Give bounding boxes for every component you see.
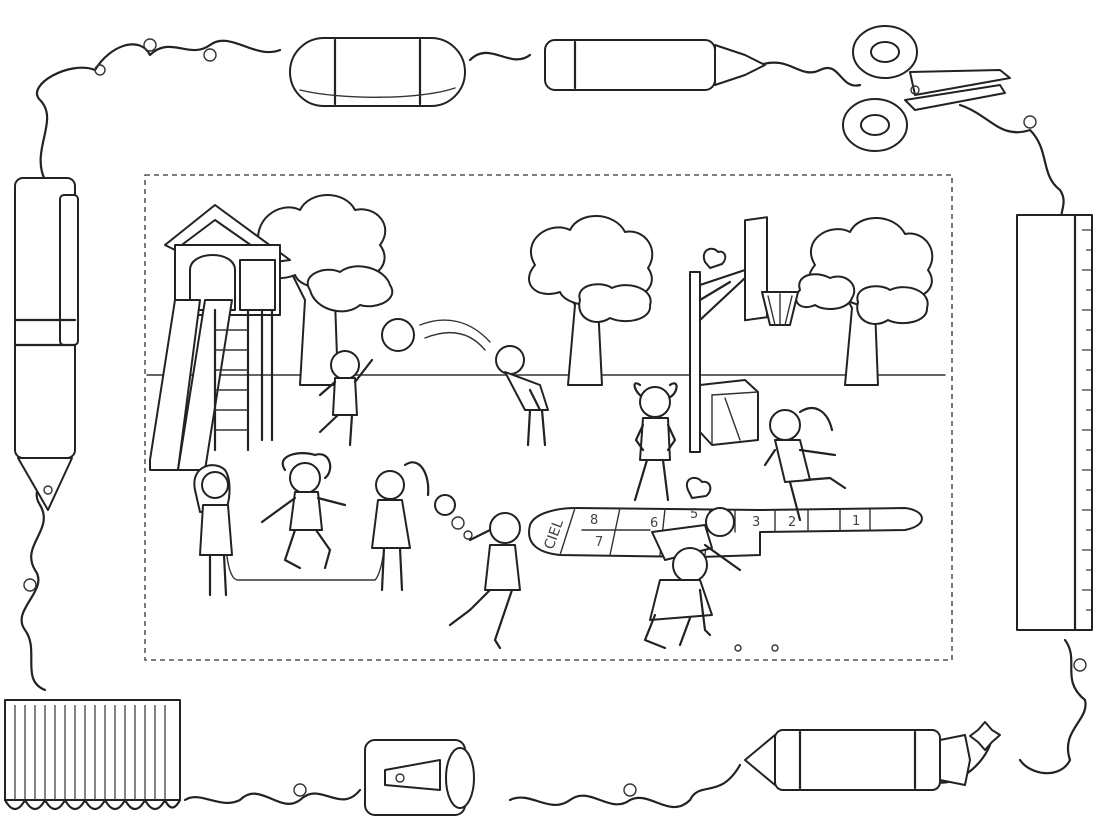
marble [771,644,779,652]
border-curl [1023,115,1037,129]
child-rope-left [193,464,233,597]
hopscotch-square-label: 7 [595,535,603,550]
sharpener-drawing [364,739,475,816]
child-hopping [763,406,847,522]
marble [734,644,742,652]
ruler-drawing [1016,213,1093,632]
hopscotch-square-label: 1 [852,514,860,529]
bubble [434,494,456,516]
border-curl [293,783,307,797]
hopscotch-square-label: 5 [690,507,698,522]
border-decoration [3,25,1093,816]
pen-drawing [13,177,79,511]
border-curl [623,783,637,797]
bird-icon [702,247,727,269]
child-hands-on-hips [633,382,678,502]
child-jumping-rope [260,452,347,570]
bubble [463,530,473,540]
tree [254,194,394,386]
hopscotch-square-label: 8 [590,513,598,528]
border-curl [23,578,37,592]
scissors-drawing [842,25,1011,152]
child-bending [495,345,549,447]
crayon-drawing [744,721,1001,791]
basketball-hoop [689,216,799,453]
goal-net [699,379,759,446]
ball-motion-arc [419,319,491,343]
bird-icon [685,476,712,499]
child-rope-right [371,461,430,592]
child-throwing-ball [318,350,374,447]
hopscotch-square-label: 6 [650,516,658,531]
child-blowing-bubbles [448,512,521,650]
border-curl [94,64,106,76]
scene-frame [144,174,953,661]
border-curl [1073,658,1087,672]
marker-drawing [544,39,766,91]
bubble [451,516,465,530]
border-curl [203,48,217,62]
slide-playhouse [149,204,291,471]
playground-scene: 8 7 6 5 4 3 2 1 CIEL [146,194,946,652]
brush-drawing [3,699,182,811]
child-crouching-marbles [643,547,713,650]
tree [795,217,934,386]
hopscotch-square-label: 2 [788,515,796,530]
tree [528,215,654,386]
eraser-drawing [289,37,466,107]
border-curl [143,38,157,52]
ball-icon [381,318,415,352]
hopscotch-square-label: 3 [752,515,760,530]
